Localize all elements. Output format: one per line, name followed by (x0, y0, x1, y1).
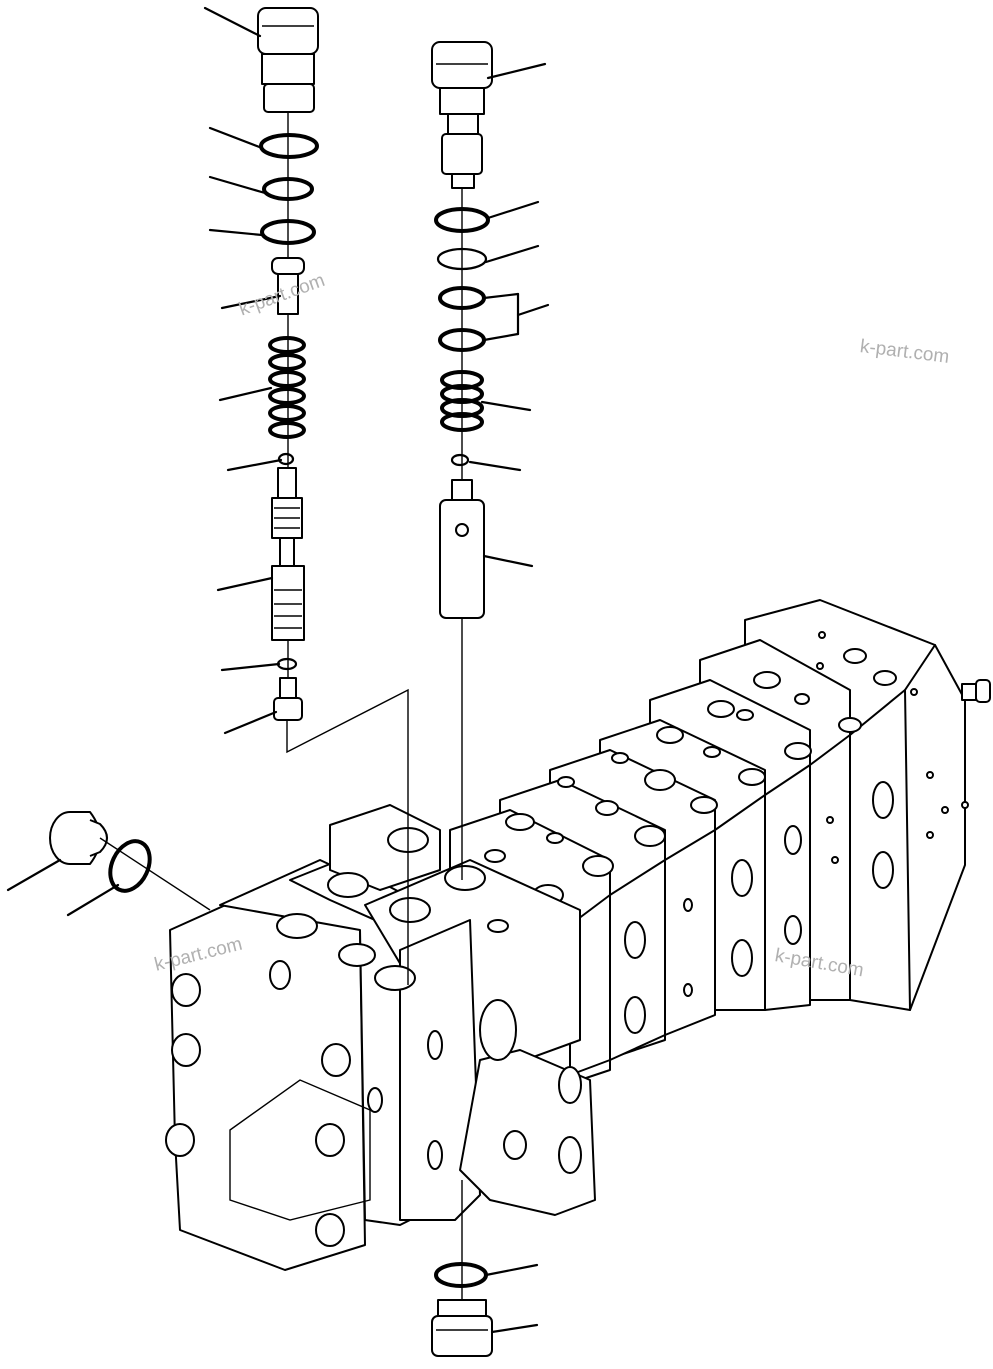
right-cap (431, 41, 493, 189)
mounting-bolts (165, 973, 351, 1247)
left-end-plug (273, 677, 303, 721)
right-o-ring-1 (434, 207, 490, 233)
bottom-plug (431, 1299, 493, 1357)
leader-lines (6, 6, 550, 1334)
right-snap-ring (450, 453, 470, 467)
right-spring (440, 370, 484, 432)
right-o-ring-2 (436, 247, 488, 271)
left-retainer (271, 257, 305, 315)
left-valve-assembly (257, 7, 409, 985)
right-piston (439, 479, 485, 619)
control-valve-body (165, 599, 991, 1271)
bottom-o-ring (434, 1262, 488, 1288)
left-small-o-ring (276, 657, 298, 671)
side-o-ring (108, 839, 152, 893)
left-o-ring-1 (259, 133, 319, 159)
left-snap-ring (277, 452, 295, 466)
left-spring (268, 336, 306, 439)
port-holes-side (624, 771, 969, 1034)
side-plug (49, 811, 108, 865)
left-spool (271, 467, 305, 641)
left-plug (257, 7, 319, 113)
side-plug-assembly (49, 811, 211, 911)
left-o-ring-2 (262, 177, 314, 201)
left-o-ring-3 (260, 219, 316, 245)
right-valve-assembly (431, 41, 493, 1357)
